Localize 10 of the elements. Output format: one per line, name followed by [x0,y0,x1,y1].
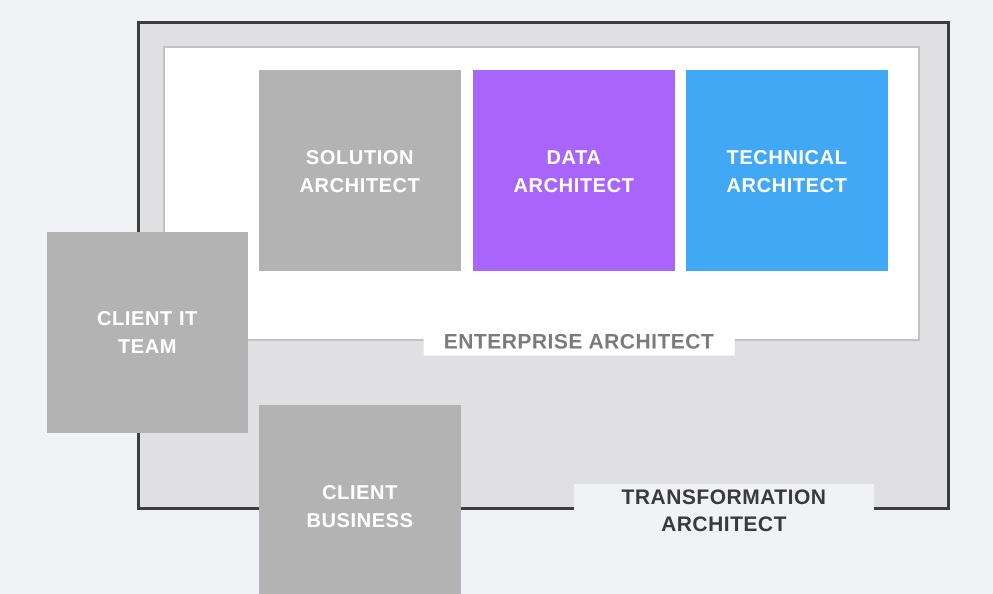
role-box [47,232,248,433]
role-box [686,70,888,271]
role-label: DATA ARCHITECT [512,146,636,199]
role-box [259,405,461,594]
role-box [259,70,461,271]
role-box [473,70,675,271]
role-label: CLIENT IT TEAM [96,306,199,360]
role-label: TECHNICAL ARCHITECT [726,146,848,199]
role-label: SOLUTION ARCHITECT [298,146,422,199]
role-label: CLIENT BUSINESS [305,481,415,534]
